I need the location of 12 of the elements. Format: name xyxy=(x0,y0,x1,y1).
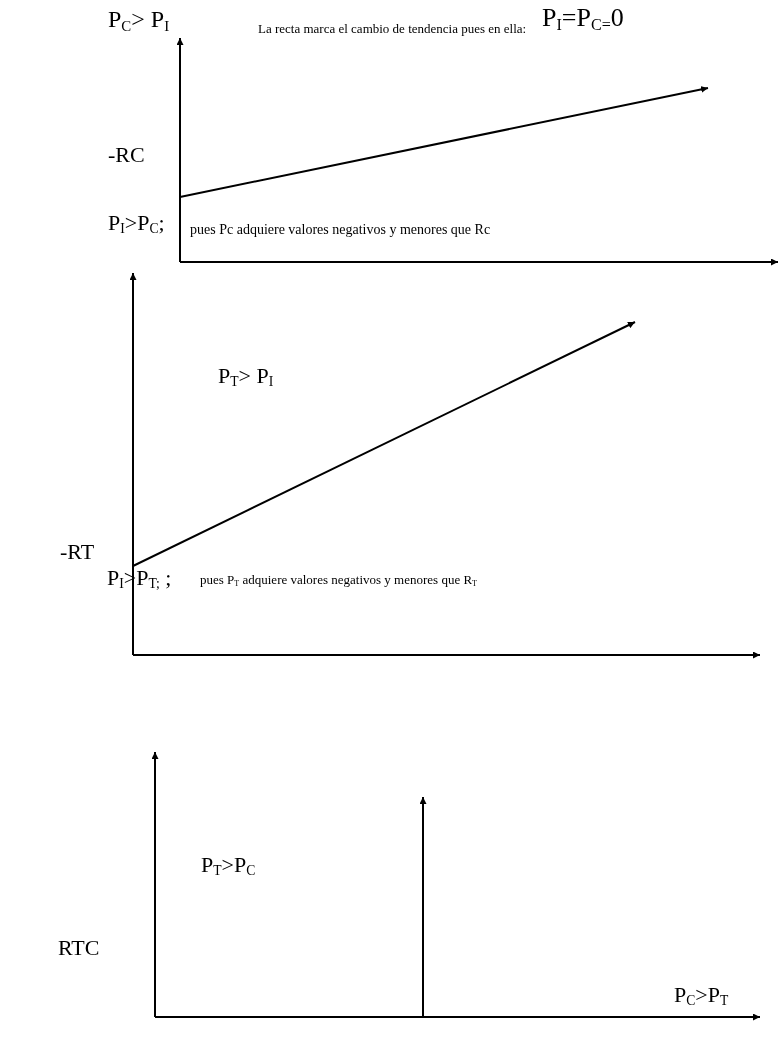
condition-label: P$_{C}$> P$_{I}$ xyxy=(108,6,170,35)
condition-label: P$_{C}$>P$_{T}$ xyxy=(674,983,729,1009)
axis-value-label: -RT xyxy=(60,540,95,565)
note-text: pues Pc adquiere valores negativos y menores que Rc xyxy=(190,222,491,238)
axis-value-label: RTC xyxy=(58,936,100,961)
axis-value-label: -RC xyxy=(108,143,145,168)
note-text: pues P$_{T}$ adquiere valores negativos y menores que R$_{T}$ xyxy=(200,573,477,589)
condition-label: P$_{I}$>P$_{C}$; xyxy=(108,211,165,237)
condition-label: P$_{T}$> P$_{I}$ xyxy=(218,364,274,390)
formula-text: P$_{I}$=P$_{C=}$0 xyxy=(542,4,624,34)
note-text: La recta marca el cambio de tendencia pues en ella: xyxy=(258,22,527,37)
condition-label: P$_{T}$>P$_{C}$ xyxy=(201,853,256,879)
